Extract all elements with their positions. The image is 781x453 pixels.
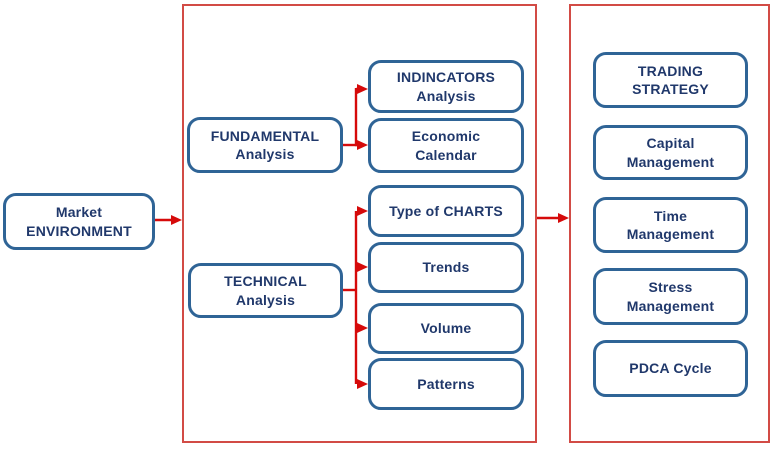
technical-analysis-box: TECHNICAL Analysis	[188, 263, 343, 318]
box-label-line: PDCA Cycle	[629, 360, 712, 377]
box-label-line: Type of CHARTS	[389, 202, 503, 219]
box-label-line: Analysis	[235, 291, 296, 308]
volume-box: Volume	[368, 303, 524, 354]
pdca-cycle-box: PDCA Cycle	[593, 340, 748, 397]
box-label-line: Trends	[422, 259, 470, 276]
analysis-group-container	[182, 4, 537, 443]
arrow-analysis-to-strategy	[537, 213, 569, 223]
type-of-charts-box: Type of CHARTS	[368, 185, 524, 237]
time-management-box: Time Management	[593, 197, 748, 253]
box-label-line: INDINCATORS	[396, 69, 496, 86]
box-label-line: Management	[626, 153, 715, 170]
trading-strategy-box: TRADING STRATEGY	[593, 52, 748, 108]
trends-box: Trends	[368, 242, 524, 293]
box-label-line: FUNDAMENTAL	[210, 127, 320, 144]
box-label-line: Capital	[646, 135, 695, 152]
box-label-line: STRATEGY	[632, 81, 709, 97]
box-label-line: Calendar	[415, 146, 477, 163]
economic-calendar-box: Economic Calendar	[368, 118, 524, 173]
box-label-line: Market	[55, 204, 103, 221]
fundamental-analysis-box: FUNDAMENTAL Analysis	[187, 117, 343, 173]
patterns-box: Patterns	[368, 358, 524, 410]
arrow-market-to-analysis	[155, 215, 182, 225]
box-label-line: TRADING	[637, 62, 704, 79]
indicators-analysis-box: INDINCATORS Analysis	[368, 60, 524, 113]
box-label-line: Time	[653, 207, 688, 224]
box-label-line: ENVIRONMENT	[26, 222, 132, 239]
stress-management-box: Stress Management	[593, 268, 748, 325]
box-label-line: TECHNICAL	[224, 273, 307, 290]
strategy-group-container	[569, 4, 770, 443]
box-label-line: Management	[626, 297, 715, 314]
box-label-line: Volume	[420, 320, 472, 337]
box-label-line: Patterns	[417, 375, 475, 392]
box-label-line: Analysis	[235, 146, 295, 162]
box-label-line: Stress	[648, 279, 693, 296]
box-label-line: Management	[626, 226, 715, 242]
box-label-line: Economic	[411, 128, 481, 145]
box-label-line: Analysis	[416, 87, 476, 104]
market-environment-box: Market ENVIRONMENT	[3, 193, 155, 250]
capital-management-box: Capital Management	[593, 125, 748, 180]
